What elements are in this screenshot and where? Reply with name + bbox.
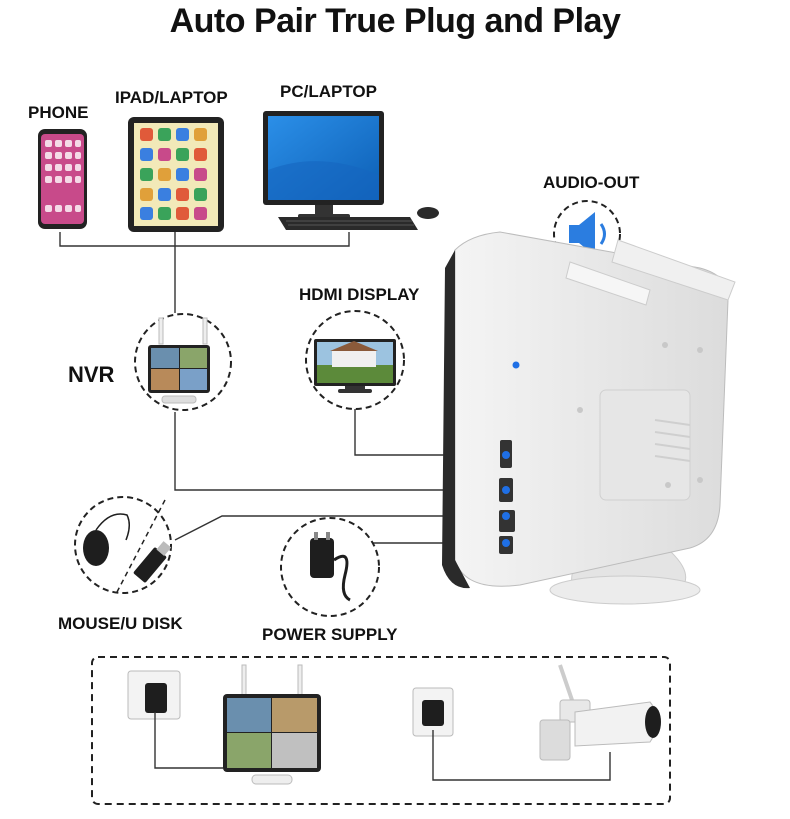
power-adapter-icon [280, 517, 380, 617]
ip-camera-icon [539, 664, 661, 761]
nvr-icon [134, 313, 232, 411]
nvr-bottom-icon [223, 664, 321, 785]
usb-disk-icon [133, 541, 172, 583]
wall-outlet-icon [412, 687, 454, 737]
mouse-icon [74, 496, 172, 594]
label-audio-out: AUDIO-OUT [543, 173, 640, 192]
port-markers [502, 451, 510, 547]
pc-monitor-icon [263, 111, 439, 230]
camera-power-cable [432, 730, 611, 781]
wireless-pair-box [91, 656, 671, 805]
hdmi-display-icon [305, 310, 405, 410]
label-nvr: NVR [68, 362, 115, 387]
label-pc-laptop: PC/LAPTOP [280, 82, 377, 101]
monitor-back-view [442, 231, 736, 605]
label-mouse-u-disk: MOUSE/U DISK [58, 614, 183, 633]
label-ipad-laptop: IPAD/LAPTOP [115, 88, 228, 107]
tablet-icon [128, 117, 224, 232]
wall-outlet-icon [127, 670, 181, 720]
label-phone: PHONE [28, 103, 89, 122]
label-hdmi-display: HDMI DISPLAY [299, 285, 420, 304]
nvr-power-cable [154, 712, 223, 769]
label-power-supply: POWER SUPPLY [262, 625, 398, 644]
phone-icon [38, 129, 87, 229]
diagram-title: Auto Pair True Plug and Play [169, 2, 621, 40]
